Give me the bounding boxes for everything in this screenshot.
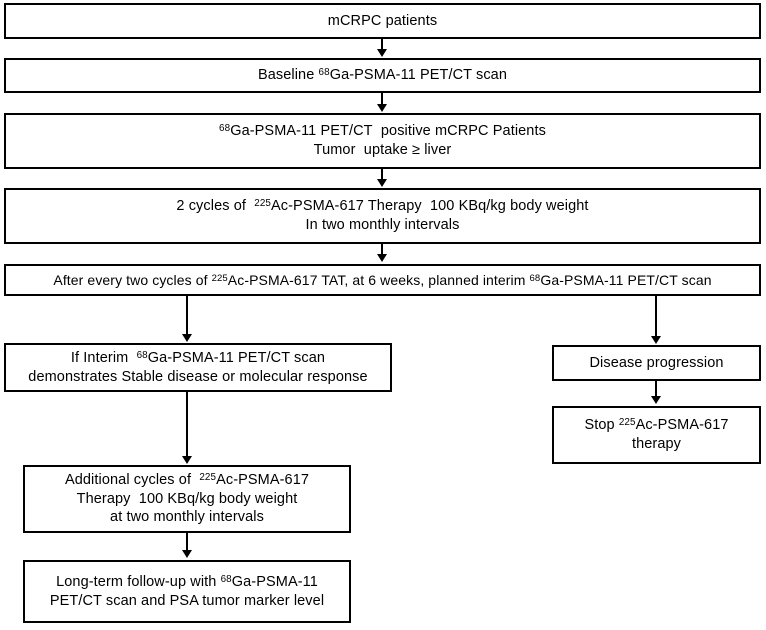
edge-positive-to-cycles-line: [381, 169, 383, 181]
edge-baseline-to-positive-line: [381, 93, 383, 106]
edge-progression-to-stop-arrowhead: [651, 396, 661, 404]
edge-stable-to-additional-line: [186, 392, 188, 458]
edge-interim-to-progression-arrowhead: [651, 336, 661, 344]
node-disease-progression-label: Disease progression: [589, 354, 724, 371]
edge-positive-to-cycles-arrowhead: [377, 179, 387, 187]
edge-stable-to-additional-arrowhead: [182, 456, 192, 464]
node-two-cycles-label: 2 cycles of 225Ac-PSMA-617 Therapy 100 K…: [176, 198, 589, 233]
node-psma-positive: 68Ga-PSMA-11 PET/CT positive mCRPC Patie…: [4, 113, 761, 169]
edge-cycles-to-interim-line: [381, 244, 383, 255]
edge-additional-to-followup-arrowhead: [182, 550, 192, 558]
edge-interim-to-stable-arrowhead: [182, 334, 192, 342]
edge-progression-to-stop-line: [655, 381, 657, 398]
node-baseline-scan: Baseline 68Ga-PSMA-11 PET/CT scan: [4, 58, 761, 93]
node-interim-scan-planned: After every two cycles of 225Ac-PSMA-617…: [4, 264, 761, 296]
node-two-cycles: 2 cycles of 225Ac-PSMA-617 Therapy 100 K…: [4, 188, 761, 244]
edge-interim-to-stable-line: [186, 296, 188, 336]
node-mcrpc-patients: mCRPC patients: [4, 3, 761, 39]
node-interim-scan-planned-label: After every two cycles of 225Ac-PSMA-617…: [53, 271, 712, 288]
node-disease-progression: Disease progression: [552, 345, 761, 381]
edge-additional-to-followup-line: [186, 533, 188, 552]
edge-mcrpc-to-baseline-arrowhead: [377, 49, 387, 57]
edge-baseline-to-positive-arrowhead: [377, 104, 387, 112]
node-baseline-scan-label: Baseline 68Ga-PSMA-11 PET/CT scan: [257, 66, 508, 84]
edge-interim-to-progression-line: [655, 296, 657, 338]
node-mcrpc-patients-label: mCRPC patients: [327, 12, 438, 29]
node-psma-positive-label: 68Ga-PSMA-11 PET/CT positive mCRPC Patie…: [219, 123, 546, 158]
edge-mcrpc-to-baseline-line: [381, 39, 383, 51]
edge-cycles-to-interim-arrowhead: [377, 254, 387, 262]
